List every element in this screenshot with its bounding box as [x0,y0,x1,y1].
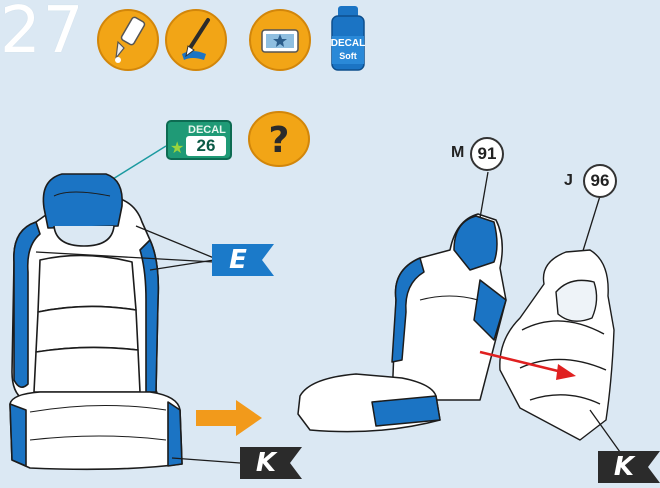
part-flag-k-right-letter: K [598,451,650,483]
part-flag-e-letter: E [212,244,264,276]
middle-seat [298,214,506,432]
part-flag-k-right: K [598,451,660,483]
part-j-letter: J [564,172,573,190]
part-flag-e: E [212,244,274,276]
j-leader-line [582,196,600,254]
right-seat-back [500,250,614,440]
part-m-number: 91 [470,137,504,171]
part-j-number: 96 [583,164,617,198]
part-m-letter: M [451,144,464,162]
m-leader-line [480,172,488,218]
left-seat [10,174,182,469]
part-flag-k-left: K [240,447,302,479]
orange-arrow [196,400,262,436]
part-flag-k-left-letter: K [240,447,292,479]
